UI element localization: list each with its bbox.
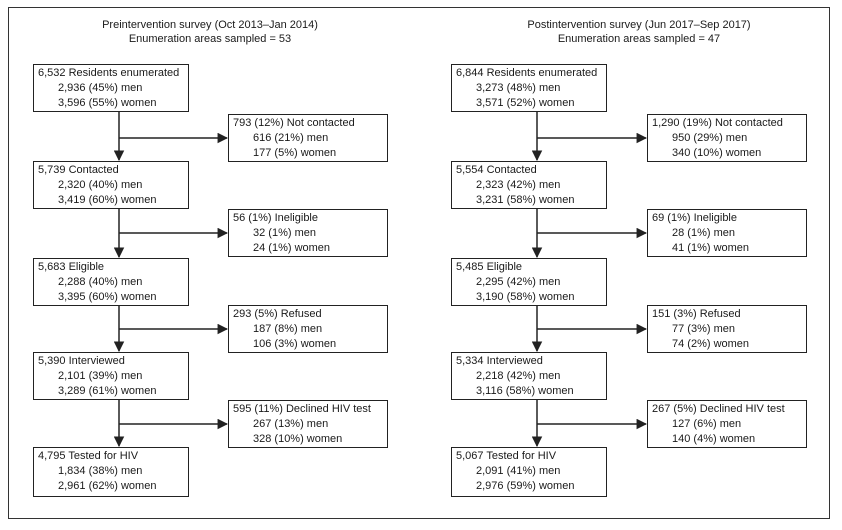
box-head: 595 (11%) Declined HIV test <box>233 403 371 415</box>
box-head: 5,739 Contacted <box>38 164 119 176</box>
pre-survey-subtitle: Enumeration areas sampled = 53 <box>128 33 292 45</box>
box-men: 2,218 (42%) men <box>476 370 561 382</box>
box-men: 2,288 (40%) men <box>58 276 143 288</box>
box-women: 3,596 (55%) women <box>58 97 157 109</box>
post-eligible-box: 5,485 Eligible 2,295 (42%) men 3,190 (58… <box>451 258 607 306</box>
post-ineligible-box: 69 (1%) Ineligible 28 (1%) men 41 (1%) w… <box>647 209 807 257</box>
pre-tested-box: 4,795 Tested for HIV 1,834 (38%) men 2,9… <box>33 447 189 497</box>
figure-frame <box>8 7 830 519</box>
pre-interviewed-box: 5,390 Interviewed 2,101 (39%) men 3,289 … <box>33 352 189 400</box>
box-head: 4,795 Tested for HIV <box>38 450 139 462</box>
box-men: 2,320 (40%) men <box>58 179 143 191</box>
box-men: 616 (21%) men <box>253 132 329 144</box>
box-head: 293 (5%) Refused <box>233 308 322 320</box>
post-not-contacted-box: 1,290 (19%) Not contacted 950 (29%) men … <box>647 114 807 162</box>
box-women: 24 (1%) women <box>253 242 331 254</box>
pre-declined-box: 595 (11%) Declined HIV test 267 (13%) me… <box>228 400 388 448</box>
pre-contacted-box: 5,739 Contacted 2,320 (40%) men 3,419 (6… <box>33 161 189 209</box>
box-head: 5,334 Interviewed <box>456 355 543 367</box>
box-men: 2,091 (41%) men <box>476 465 561 477</box>
box-women: 3,289 (61%) women <box>58 385 157 397</box>
box-head: 267 (5%) Declined HIV test <box>652 403 785 415</box>
box-men: 2,936 (45%) men <box>58 82 143 94</box>
box-head: 151 (3%) Refused <box>652 308 741 320</box>
box-head: 5,390 Interviewed <box>38 355 125 367</box>
box-men: 950 (29%) men <box>672 132 748 144</box>
box-men: 3,273 (48%) men <box>476 82 561 94</box>
post-declined-box: 267 (5%) Declined HIV test 127 (6%) men … <box>647 400 807 448</box>
box-head: 5,683 Eligible <box>38 261 105 273</box>
box-head: 6,844 Residents enumerated <box>456 67 598 79</box>
post-survey-title: Postintervention survey (Jun 2017–Sep 20… <box>527 19 751 31</box>
box-head: 1,290 (19%) Not contacted <box>652 117 783 129</box>
post-survey-subtitle: Enumeration areas sampled = 47 <box>557 33 721 45</box>
pre-not-contacted-box: 793 (12%) Not contacted 616 (21%) men 17… <box>228 114 388 162</box>
box-head: 5,554 Contacted <box>456 164 537 176</box>
box-women: 3,419 (60%) women <box>58 194 157 206</box>
post-contacted-box: 5,554 Contacted 2,323 (42%) men 3,231 (5… <box>451 161 607 209</box>
box-head: 56 (1%) Ineligible <box>233 212 318 224</box>
box-head: 6,532 Residents enumerated <box>38 67 180 79</box>
box-men: 77 (3%) men <box>672 323 735 335</box>
box-women: 328 (10%) women <box>253 433 343 445</box>
post-survey-header: Postintervention survey (Jun 2017–Sep 20… <box>489 18 789 46</box>
pre-survey-title: Preintervention survey (Oct 2013–Jan 201… <box>102 19 318 31</box>
box-men: 2,295 (42%) men <box>476 276 561 288</box>
box-women: 41 (1%) women <box>672 242 750 254</box>
box-men: 127 (6%) men <box>672 418 742 430</box>
box-women: 3,231 (58%) women <box>476 194 575 206</box>
pre-ineligible-box: 56 (1%) Ineligible 32 (1%) men 24 (1%) w… <box>228 209 388 257</box>
box-women: 106 (3%) women <box>253 338 337 350</box>
box-women: 3,190 (58%) women <box>476 291 575 303</box>
box-women: 3,395 (60%) women <box>58 291 157 303</box>
box-women: 340 (10%) women <box>672 147 762 159</box>
post-enumerated-box: 6,844 Residents enumerated 3,273 (48%) m… <box>451 64 607 112</box>
box-head: 5,485 Eligible <box>456 261 523 273</box>
post-tested-box: 5,067 Tested for HIV 2,091 (41%) men 2,9… <box>451 447 607 497</box>
post-refused-box: 151 (3%) Refused 77 (3%) men 74 (2%) wom… <box>647 305 807 353</box>
pre-eligible-box: 5,683 Eligible 2,288 (40%) men 3,395 (60… <box>33 258 189 306</box>
pre-survey-header: Preintervention survey (Oct 2013–Jan 201… <box>60 18 360 46</box>
box-men: 187 (8%) men <box>253 323 323 335</box>
box-women: 2,976 (59%) women <box>476 480 575 492</box>
box-women: 74 (2%) women <box>672 338 750 350</box>
box-men: 28 (1%) men <box>672 227 735 239</box>
box-men: 1,834 (38%) men <box>58 465 143 477</box>
pre-enumerated-box: 6,532 Residents enumerated 2,936 (45%) m… <box>33 64 189 112</box>
box-women: 3,116 (58%) women <box>476 385 574 397</box>
box-men: 267 (13%) men <box>253 418 329 430</box>
box-men: 2,323 (42%) men <box>476 179 561 191</box>
box-women: 177 (5%) women <box>253 147 337 159</box>
box-head: 793 (12%) Not contacted <box>233 117 355 129</box>
box-women: 2,961 (62%) women <box>58 480 157 492</box>
pre-refused-box: 293 (5%) Refused 187 (8%) men 106 (3%) w… <box>228 305 388 353</box>
box-men: 2,101 (39%) men <box>58 370 143 382</box>
box-men: 32 (1%) men <box>253 227 316 239</box>
post-interviewed-box: 5,334 Interviewed 2,218 (42%) men 3,116 … <box>451 352 607 400</box>
box-head: 5,067 Tested for HIV <box>456 450 557 462</box>
box-women: 3,571 (52%) women <box>476 97 575 109</box>
box-women: 140 (4%) women <box>672 433 756 445</box>
box-head: 69 (1%) Ineligible <box>652 212 737 224</box>
